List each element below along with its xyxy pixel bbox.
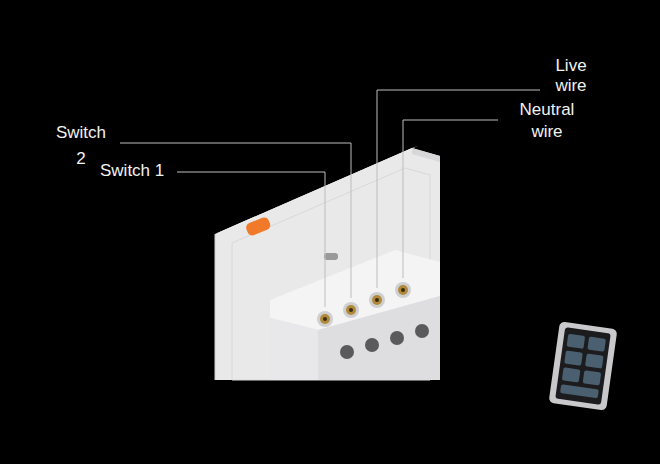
module-side	[270, 318, 318, 380]
plate-edge	[215, 146, 418, 234]
plate-back	[215, 148, 440, 380]
orange-button	[245, 216, 272, 237]
wire-holes	[340, 324, 429, 359]
callout-label: Switch 1	[100, 161, 164, 181]
terminal-screws	[317, 282, 411, 327]
module-front	[270, 296, 440, 380]
slot	[324, 253, 338, 260]
inset-device	[549, 321, 618, 410]
leader-lines	[120, 90, 540, 307]
callout-label: Live wire	[548, 56, 594, 96]
plate-edge-right	[412, 148, 440, 162]
callout-label: Neutral wire	[505, 99, 589, 143]
plate-outline	[215, 234, 216, 380]
